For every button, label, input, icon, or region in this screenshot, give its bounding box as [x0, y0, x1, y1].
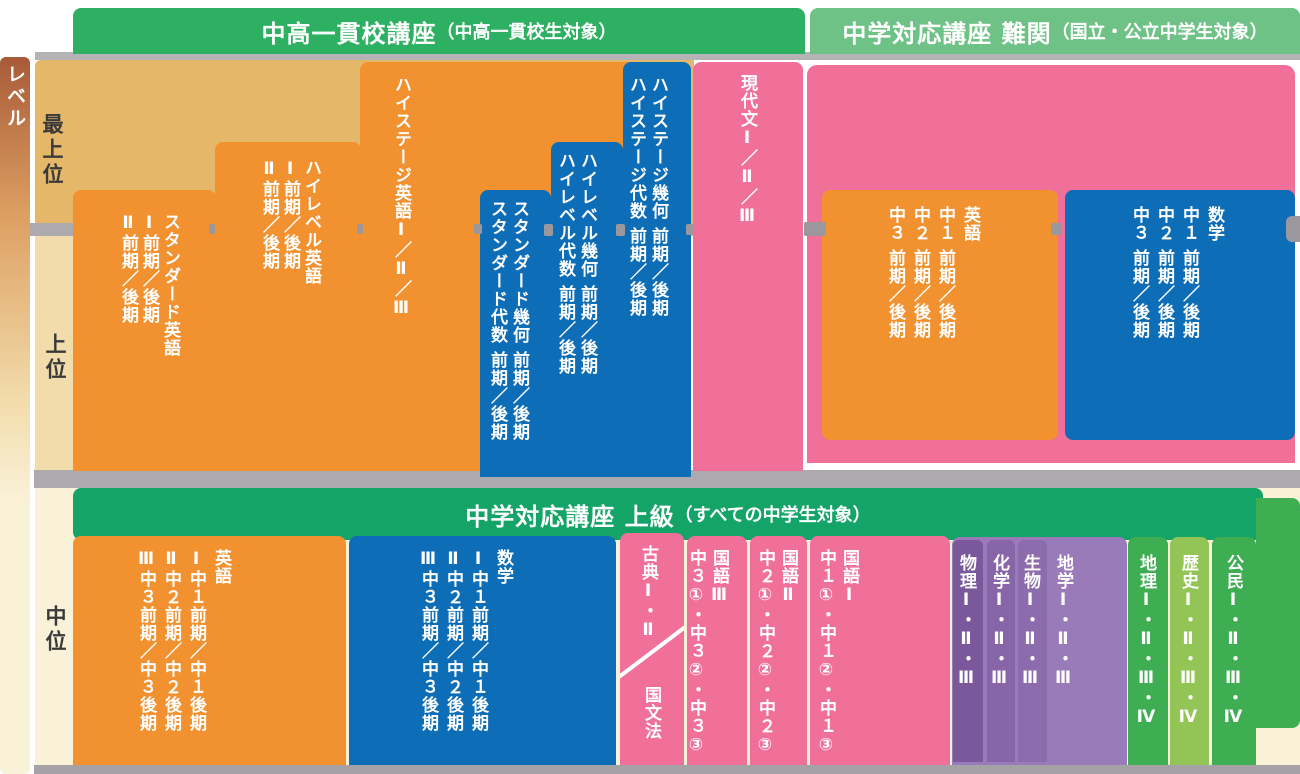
level-boundary-tick [616, 224, 625, 236]
block-highlevel-math [551, 142, 623, 477]
level-boundary-tick [1051, 223, 1062, 235]
block-nankan-english [822, 190, 1058, 440]
block-rekishi [1170, 537, 1209, 765]
banner-jokyu: 中学対応講座 上級（すべての中学生対象） [73, 488, 1263, 540]
separator-upper-middle [34, 470, 1300, 488]
level-axis-label: レベル [4, 64, 26, 130]
label-komin: 公民Ⅰ・Ⅱ・Ⅲ・Ⅳ [1223, 554, 1243, 728]
block-komin [1212, 537, 1256, 765]
banner-ikkan-subtitle: （中高一貫校生対象） [436, 22, 617, 43]
label-kokugo1: 国語Ⅰ 中１①・中１②・中１③ [816, 549, 859, 756]
label-jokyu-english: 英語 Ⅰ中１前期／中１後期 Ⅱ中２前期／中２後期 Ⅲ中３前期／中３後期 [136, 549, 231, 732]
banner-ikkan-title: 中高一貫校講座 [261, 19, 437, 48]
level-boundary-tick [1286, 216, 1300, 242]
label-standard-english: スタンダード英語 Ⅰ前期／後期 Ⅱ前期／後期 [118, 213, 180, 357]
label-highstage-english: ハイステージ英語Ⅰ／Ⅱ／Ⅲ [391, 76, 411, 319]
separator-under-banners [35, 52, 1300, 60]
banner-nankan-title: 中学対応講座 難関 [842, 19, 1052, 48]
label-chigaku: 地学Ⅰ・Ⅱ・Ⅲ [1053, 554, 1073, 689]
block-nankan-math [1065, 190, 1295, 440]
block-kokugo1 [810, 536, 950, 765]
label-koten: 古典Ⅰ・Ⅱ [638, 545, 658, 641]
label-highstage-math: ハイステージ幾何 前期／後期 ハイステージ代数 前期／後期 [626, 76, 668, 317]
label-nankan-math: 数学 中１ 前期／後期 中２ 前期／後期 中３ 前期／後期 [1129, 206, 1224, 339]
block-koten-kokubunpo [620, 533, 684, 765]
banner-jokyu-title: 中学対応講座 上級 [465, 502, 675, 531]
tier-upper-band [35, 236, 73, 470]
block-highstage-math [623, 62, 691, 477]
banner-jokyu-subtitle: （すべての中学生対象） [674, 505, 871, 526]
level-axis-rail [0, 57, 30, 774]
level-boundary-tick [474, 224, 482, 234]
block-kagaku [987, 540, 1015, 762]
block-standard-math [480, 190, 551, 477]
tier-label-upper: 上位 [43, 333, 67, 383]
label-butsuri: 物理Ⅰ・Ⅱ・Ⅲ [956, 554, 976, 689]
block-kokugo3 [687, 536, 747, 765]
block-social-extension [1256, 498, 1300, 728]
tier-label-top: 最上位 [40, 113, 64, 188]
label-highlevel-math: ハイレベル幾何 前期／後期 ハイレベル代数 前期／後期 [555, 152, 597, 375]
tier-label-middle: 中位 [43, 605, 67, 655]
banner-nankan: 中学対応講座 難関（国立・公立中学生対象） [810, 8, 1300, 54]
label-kagaku: 化学Ⅰ・Ⅱ・Ⅲ [989, 554, 1009, 689]
block-chiri [1128, 537, 1168, 765]
level-boundary-line [30, 223, 73, 236]
block-highlevel-english [215, 142, 361, 471]
label-kokugo2: 国語Ⅱ 中２①・中２②・中２③ [755, 549, 798, 756]
label-kokubunpo: 国文法 [641, 686, 661, 740]
block-standard-english [73, 190, 216, 471]
label-nankan-english: 英語 中１ 前期／後期 中２ 前期／後期 中３ 前期／後期 [885, 206, 980, 339]
separator-bottom [34, 765, 1300, 774]
block-jokyu-english [73, 536, 346, 765]
level-boundary-tick [357, 224, 363, 234]
label-seibutsu: 生物Ⅰ・Ⅱ・Ⅲ [1020, 554, 1040, 689]
block-seibutsu [1018, 540, 1047, 762]
label-rekishi: 歴史Ⅰ・Ⅱ・Ⅲ・Ⅳ [1178, 554, 1198, 728]
block-gendaibun [693, 62, 803, 471]
level-boundary-tick [686, 224, 694, 235]
block-jokyu-math [349, 536, 616, 765]
level-boundary-tick [544, 224, 553, 236]
label-kokugo3: 国語Ⅲ 中３①・中３②・中３③ [686, 549, 729, 756]
label-standard-math: スタンダード幾何 前期／後期 スタンダード代数 前期／後期 [487, 200, 529, 441]
label-jokyu-math: 数学 Ⅰ中１前期／中１後期 Ⅱ中２前期／中２後期 Ⅲ中３前期／中３後期 [418, 549, 513, 732]
label-gendaibun: 現代文Ⅰ／Ⅱ／Ⅲ [737, 74, 757, 227]
level-boundary-tick [209, 224, 215, 234]
block-kokugo2 [750, 536, 807, 765]
label-highlevel-english: ハイレベル英語 Ⅰ前期／後期 Ⅱ前期／後期 [259, 159, 321, 285]
banner-nankan-subtitle: （国立・公立中学生対象） [1051, 22, 1268, 43]
label-chiri: 地理Ⅰ・Ⅱ・Ⅲ・Ⅳ [1136, 554, 1156, 728]
banner-ikkan: 中高一貫校講座（中高一貫校生対象） [73, 8, 805, 54]
level-boundary-tick [804, 222, 826, 236]
block-butsuri [953, 540, 983, 762]
